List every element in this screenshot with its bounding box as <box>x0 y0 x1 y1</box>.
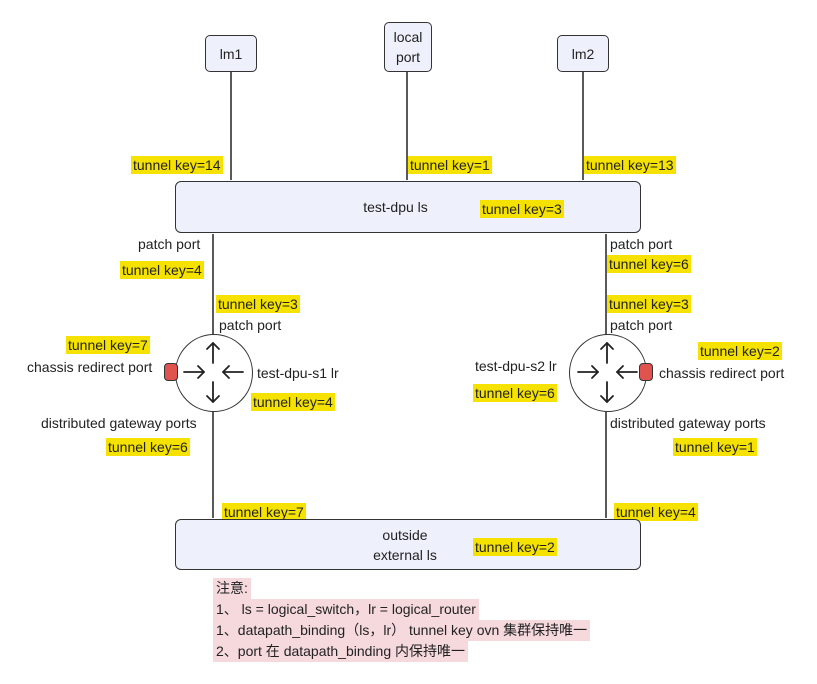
local-port-label-line1: local <box>393 29 423 45</box>
ls-right-patch-port-label: patch port <box>610 236 673 252</box>
s2-chassis-redirect-port-marker <box>639 363 653 381</box>
s2-distributed-gateway-key: tunnel key=1 <box>673 438 757 456</box>
ls-left-patch-port-key: tunnel key=4 <box>120 261 204 279</box>
outside-left-port-key: tunnel key=7 <box>222 503 306 521</box>
notes-section: 注意: 1、 ls = logical_switch，lr = logical_… <box>213 578 591 662</box>
s2-chassis-redirect-key: tunnel key=2 <box>698 342 782 360</box>
lm1-label: lm1 <box>219 45 243 62</box>
test-dpu-ls-label: test-dpu ls <box>363 199 428 215</box>
s1-chassis-redirect-label: chassis redirect port <box>27 359 153 375</box>
router-s1-label: test-dpu-s1 lr <box>257 365 339 381</box>
lm1-tunnel-key: tunnel key=14 <box>131 156 223 174</box>
s1-patch-port-label: patch port <box>219 317 282 333</box>
lm2-label: lm2 <box>571 45 595 62</box>
outside-ls-label-line2: external ls <box>373 546 437 563</box>
notes-title: 注意: <box>213 578 251 599</box>
s1-distributed-gateway-key: tunnel key=6 <box>106 438 190 456</box>
router-s1 <box>175 334 253 412</box>
s1-chassis-redirect-key: tunnel key=7 <box>66 336 150 354</box>
s1-patch-port-key: tunnel key=3 <box>216 295 300 313</box>
note-line-2: 1、datapath_binding（ls，lr） tunnel key ovn… <box>213 620 591 641</box>
note-line-1: 1、 ls = logical_switch，lr = logical_rout… <box>213 599 479 620</box>
s2-chassis-redirect-label: chassis redirect port <box>659 365 785 381</box>
ls-left-patch-port-label: patch port <box>138 236 201 252</box>
router-s2-label: test-dpu-s2 lr <box>475 358 557 374</box>
outside-ls-label-line1: outside <box>382 526 428 543</box>
local-port-node: local port <box>384 22 432 72</box>
router-s1-tunnel-key: tunnel key=4 <box>251 393 335 411</box>
s1-chassis-redirect-port-marker <box>164 363 178 381</box>
local-port-label-line2: port <box>395 49 421 65</box>
router-s2 <box>569 334 647 412</box>
ls-right-patch-port-key: tunnel key=6 <box>607 255 691 273</box>
s1-distributed-gateway-label: distributed gateway ports <box>41 415 197 431</box>
s2-distributed-gateway-label: distributed gateway ports <box>610 415 766 431</box>
lm2-node: lm2 <box>557 35 609 72</box>
note-line-3: 2、port 在 datapath_binding 内保持唯一 <box>213 641 469 662</box>
s2-patch-port-label: patch port <box>610 317 673 333</box>
router-s2-tunnel-key: tunnel key=6 <box>473 384 557 402</box>
test-dpu-ls-tunnel-key: tunnel key=3 <box>480 200 564 218</box>
local-port-tunnel-key: tunnel key=1 <box>408 156 492 174</box>
router-icon <box>577 342 638 403</box>
router-icon <box>183 342 244 403</box>
outside-right-port-key: tunnel key=4 <box>614 503 698 521</box>
outside-external-ls-node: outside external ls <box>175 519 641 570</box>
s2-patch-port-key: tunnel key=3 <box>607 295 691 313</box>
test-dpu-ls-node: test-dpu ls <box>175 181 641 233</box>
outside-ls-tunnel-key: tunnel key=2 <box>473 538 557 556</box>
lm1-node: lm1 <box>205 35 257 72</box>
lm2-tunnel-key: tunnel key=13 <box>584 156 676 174</box>
